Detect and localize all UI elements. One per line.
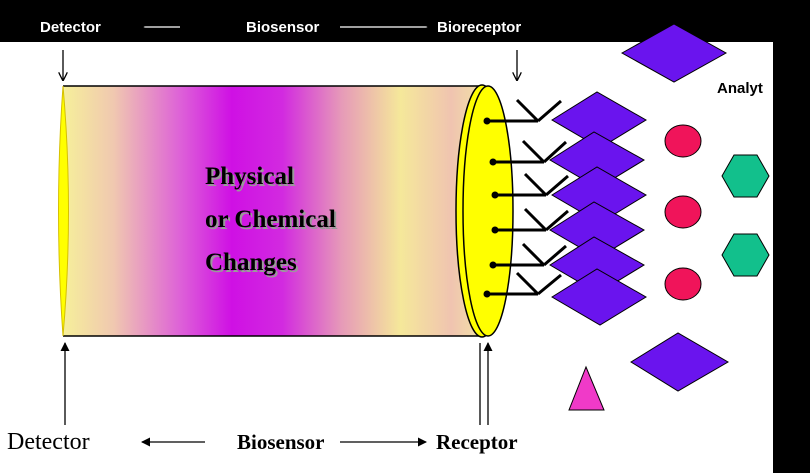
center-text-line3: Changes — [205, 249, 297, 276]
receptor-dot-1 — [483, 117, 491, 125]
center-text-line3-shadow: Changes — [207, 251, 299, 278]
receptor-dot-6 — [483, 290, 491, 298]
bound-diamond-6 — [551, 268, 647, 326]
receptor-dot-5 — [489, 261, 497, 269]
free-diamond-bottom — [630, 332, 729, 392]
analyte-circle-3 — [664, 267, 702, 301]
receptor-stalk-6 — [487, 271, 562, 296]
receptor-dots — [483, 117, 499, 298]
analyte-hexagon-1 — [721, 154, 770, 198]
analyte-hexagon-2 — [721, 233, 770, 277]
center-text-line2: or Chemical — [205, 206, 336, 233]
cylinder-body — [63, 86, 485, 336]
receptor-stalk-2 — [493, 139, 568, 164]
receptor-stalk-1 — [487, 98, 562, 123]
receptor-stalks — [487, 98, 569, 296]
top-biosensor-label: Biosensor — [246, 19, 320, 36]
center-text-line2-shadow: or Chemical — [207, 208, 338, 235]
receptor-dot-3 — [491, 191, 499, 199]
top-detector-label: Detector — [40, 19, 101, 36]
analyte-circle-1 — [664, 124, 702, 158]
receptor-stalk-5 — [493, 242, 567, 267]
center-text-line1-shadow: Physical — [207, 165, 296, 192]
analyte-label: Analyt — [717, 80, 763, 97]
bound-diamonds — [549, 91, 647, 326]
detector-left-cap — [58, 85, 69, 337]
right-black-bar — [773, 0, 810, 473]
receptor-dot-4 — [491, 226, 499, 234]
center-text-line1: Physical — [205, 163, 294, 190]
top-bioreceptor-label: Bioreceptor — [437, 19, 521, 36]
center-text: Physical Physical or Chemical or Chemica… — [205, 163, 338, 278]
receptor-stalk-4 — [495, 207, 569, 232]
analyte-circle-2 — [664, 195, 702, 229]
receptor-dot-2 — [489, 158, 497, 166]
bottom-receptor-label: Receptor — [436, 430, 518, 454]
analyte-triangle — [568, 365, 605, 411]
receptor-cap-front — [462, 85, 514, 337]
free-diamond-top — [620, 23, 728, 83]
bottom-detector-label: Detector — [7, 429, 90, 455]
bottom-biosensor-label: Biosensor — [237, 430, 325, 454]
receptor-stalk-3 — [495, 172, 569, 197]
